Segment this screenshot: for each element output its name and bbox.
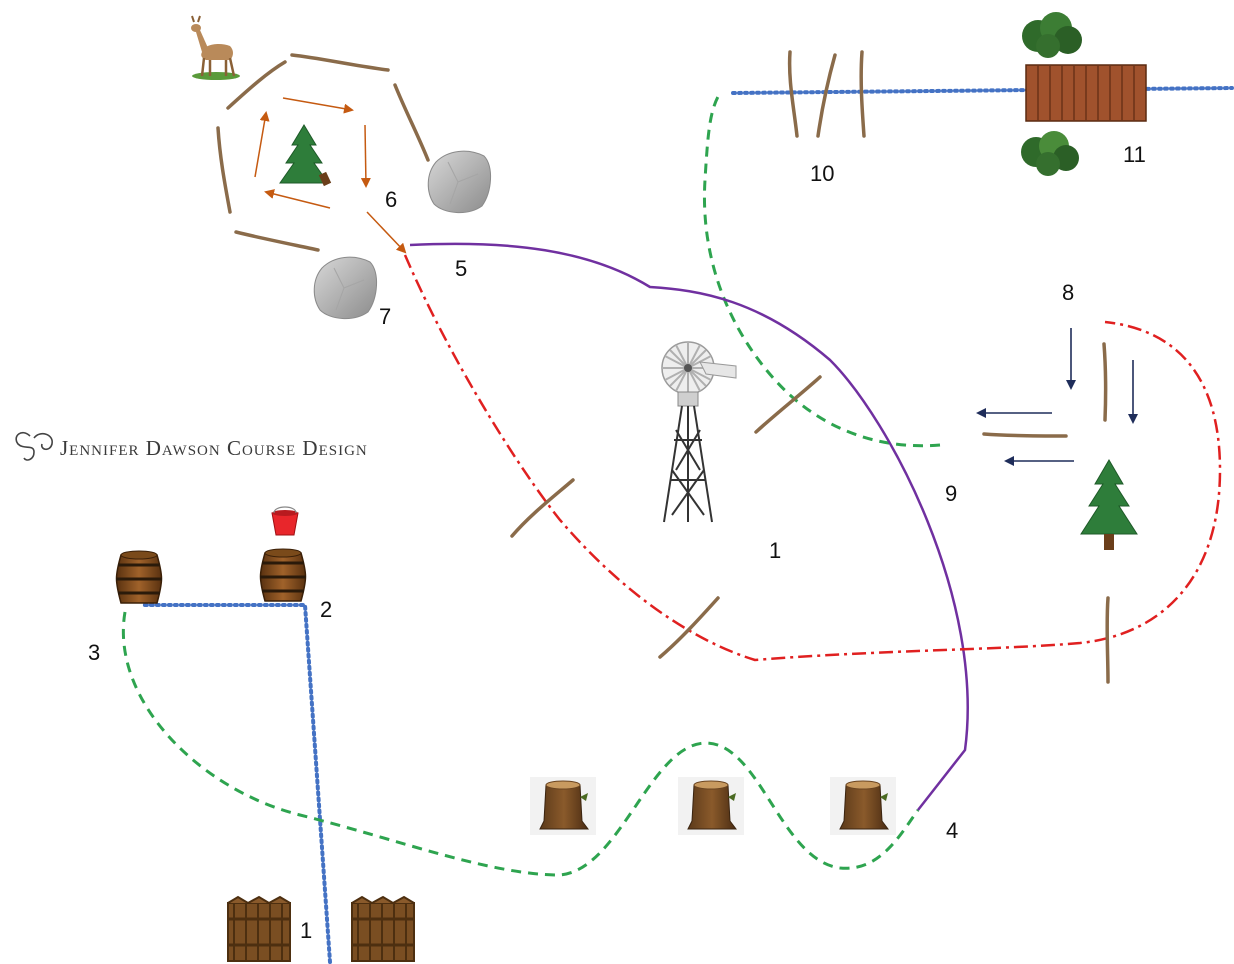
label-sidepass-entry: 8 (1062, 280, 1074, 305)
label-circle-exit: 5 (455, 256, 467, 281)
bridge-icon (1025, 64, 1147, 122)
rock-icon (313, 256, 377, 319)
purple-solid-path (409, 242, 969, 811)
label-windmill: 1 (769, 538, 781, 563)
green-dashed-path-upper (702, 92, 941, 448)
label-start-gate: 1 (300, 918, 312, 943)
sidepass-arrows (976, 328, 1138, 466)
blue-dotted-path-top (731, 86, 1234, 95)
deer-icon (191, 15, 240, 80)
label-poles: 10 (810, 161, 834, 186)
label-bridge: 11 (1123, 142, 1146, 167)
label-sidepass-exit: 9 (945, 481, 957, 506)
barrel-icon (259, 548, 307, 602)
windmill-icon (661, 341, 737, 523)
log-pole-icon (216, 50, 1110, 684)
barrel-icon (115, 550, 163, 604)
swirl-logo-icon (15, 431, 53, 461)
label-barrels: 2 (320, 597, 332, 622)
gate-icon (227, 895, 291, 962)
bush-icon (1021, 131, 1079, 176)
blue-dotted-path (140, 603, 332, 964)
stump-icon (530, 777, 596, 835)
bucket-icon (271, 506, 299, 536)
gate-icon (351, 895, 415, 962)
label-left-barrel: 3 (88, 640, 100, 665)
stump-icon (830, 777, 896, 835)
label-stumps-end: 4 (946, 818, 958, 843)
pine-tree-icon (1080, 459, 1138, 550)
bush-icon (1022, 12, 1082, 58)
label-rock: 7 (379, 304, 391, 329)
green-dashed-path-lower (121, 611, 920, 877)
brand-title: Jennifer Dawson Course Design (60, 436, 368, 460)
circle-arrows (254, 97, 407, 254)
red-dashdot-path (403, 254, 1222, 662)
pine-tree-icon (279, 124, 332, 187)
stump-icon (678, 777, 744, 835)
rock-icon (427, 150, 491, 213)
label-circle: 6 (385, 187, 397, 212)
